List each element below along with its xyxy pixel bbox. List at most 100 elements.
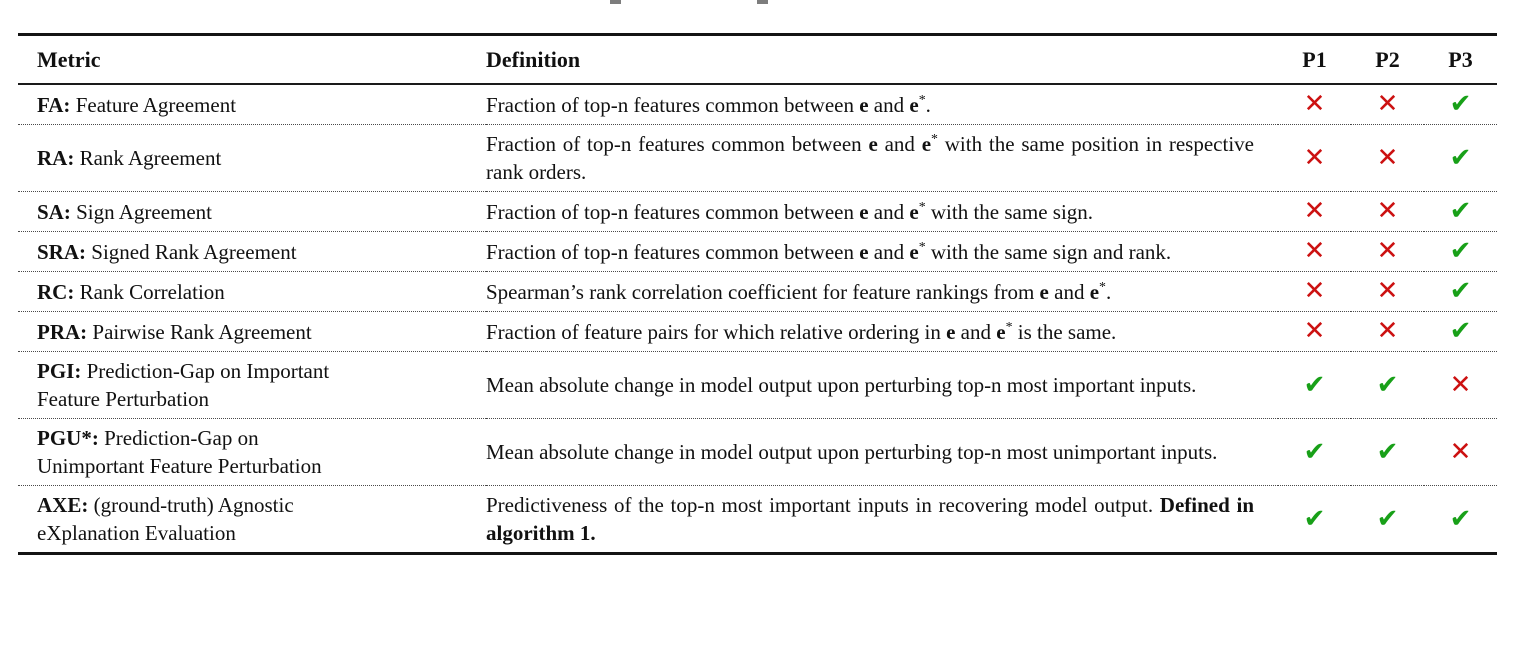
- p2-cell: ✔: [1351, 418, 1424, 486]
- p1-cell: ✕: [1278, 124, 1351, 192]
- definition-segment: Fraction of top-n features common betwee…: [486, 132, 869, 156]
- metric-cell: SRA: Signed Rank Agreement: [18, 231, 486, 272]
- p3-cell: ✔: [1424, 486, 1497, 554]
- definition-segment: .: [1105, 279, 1112, 304]
- p1-cell: ✕: [1278, 191, 1351, 232]
- cross-icon: ✕: [1376, 89, 1399, 119]
- check-icon: ✔: [1449, 89, 1472, 119]
- table-header: Metric Definition P1 P2 P3: [18, 34, 1497, 85]
- metric-abbr: RC:: [37, 279, 75, 304]
- p3-cell: ✔: [1424, 271, 1497, 312]
- definition-segment: with the same position in respective ran…: [486, 132, 1254, 184]
- definition-segment: *: [918, 91, 926, 107]
- p2-cell: ✔: [1351, 486, 1424, 554]
- p3-cell: ✔: [1424, 231, 1497, 272]
- p2-cell: ✕: [1351, 84, 1424, 125]
- p3-cell: ✔: [1424, 124, 1497, 192]
- cross-icon: ✕: [1376, 142, 1399, 173]
- metric-cell: RC: Rank Correlation: [18, 271, 486, 312]
- metric-name: Rank Correlation: [74, 279, 225, 304]
- definition-segment: e: [921, 132, 932, 156]
- metric-name: Rank Agreement: [74, 146, 222, 170]
- definition-segment: and: [868, 239, 910, 264]
- definition-segment: e: [859, 239, 869, 264]
- check-icon: ✔: [1449, 316, 1472, 346]
- metric-name: Signed Rank Agreement: [86, 239, 297, 264]
- definition-segment: Fraction of feature pairs for which rela…: [486, 319, 947, 344]
- table-row: PGI: Prediction-Gap on Important Feature…: [18, 351, 1497, 419]
- cross-icon: ✕: [1449, 436, 1472, 467]
- p1-cell: ✔: [1278, 351, 1351, 419]
- metric-abbr: PGU*:: [37, 426, 99, 450]
- definition-segment: Spearman’s rank correlation coefficient …: [486, 279, 1040, 304]
- metric-abbr: PRA:: [37, 319, 88, 344]
- table-row: AXE: (ground-truth) Agnostic eXplanation…: [18, 486, 1497, 554]
- check-icon: ✔: [1449, 503, 1472, 534]
- header-row: Metric Definition P1 P2 P3: [18, 34, 1497, 85]
- definition-segment: e: [859, 92, 869, 117]
- check-icon: ✔: [1376, 503, 1399, 534]
- definition-segment: Defined in algorithm 1.: [486, 493, 1254, 545]
- definition-segment: e: [1039, 279, 1049, 304]
- cross-icon: ✕: [1376, 316, 1399, 346]
- cross-icon: ✕: [1449, 369, 1472, 400]
- metric-abbr: AXE:: [37, 493, 89, 517]
- p2-cell: ✔: [1351, 351, 1424, 419]
- cross-icon: ✕: [1303, 89, 1326, 119]
- header-definition: Definition: [486, 34, 1278, 85]
- p3-cell: ✔: [1424, 191, 1497, 232]
- check-icon: ✔: [1376, 436, 1399, 467]
- p1-cell: ✕: [1278, 231, 1351, 272]
- definition-cell: Mean absolute change in model output upo…: [486, 418, 1278, 486]
- check-icon: ✔: [1449, 236, 1472, 266]
- p2-cell: ✕: [1351, 191, 1424, 232]
- metric-cell: PRA: Pairwise Rank Agreement: [18, 311, 486, 352]
- header-p3: P3: [1424, 34, 1497, 85]
- metric-name: Sign Agreement: [70, 199, 212, 224]
- definition-cell: Mean absolute change in model output upo…: [486, 351, 1278, 419]
- table-row: PGU*: Prediction-Gap on Unimportant Feat…: [18, 418, 1497, 486]
- p3-cell: ✔: [1424, 84, 1497, 125]
- metric-name: Feature Agreement: [70, 92, 237, 117]
- definition-segment: Fraction of top-n features common betwee…: [486, 92, 860, 117]
- definition-segment: e: [909, 92, 919, 117]
- definition-cell: Fraction of top-n features common betwee…: [486, 124, 1278, 192]
- definition-segment: *: [918, 198, 926, 214]
- metrics-table: Metric Definition P1 P2 P3 FA: Feature A…: [18, 33, 1497, 555]
- definition-segment: and: [877, 132, 922, 156]
- metric-cell: PGU*: Prediction-Gap on Unimportant Feat…: [18, 418, 486, 486]
- p3-cell: ✕: [1424, 418, 1497, 486]
- p1-cell: ✔: [1278, 418, 1351, 486]
- definition-segment: and: [955, 319, 997, 344]
- p1-cell: ✕: [1278, 84, 1351, 125]
- definition-cell: Fraction of top-n features common betwee…: [486, 84, 1278, 125]
- cropped-text-fragment: [757, 0, 768, 4]
- definition-segment: with the same sign and rank.: [925, 239, 1172, 264]
- definition-segment: Predictiveness of the top-n most importa…: [486, 493, 1160, 517]
- definition-segment: Fraction of top-n features common betwee…: [486, 199, 860, 224]
- check-icon: ✔: [1303, 436, 1326, 467]
- definition-cell: Predictiveness of the top-n most importa…: [486, 486, 1278, 554]
- definition-segment: e: [909, 239, 919, 264]
- metric-name: Prediction-Gap on Important Feature Pert…: [37, 359, 330, 411]
- p2-cell: ✕: [1351, 124, 1424, 192]
- definition-segment: *: [931, 131, 938, 146]
- cross-icon: ✕: [1303, 316, 1326, 346]
- definition-segment: Mean absolute change in model output upo…: [486, 440, 1218, 464]
- cross-icon: ✕: [1303, 196, 1326, 226]
- check-icon: ✔: [1449, 142, 1472, 173]
- cross-icon: ✕: [1303, 276, 1326, 306]
- metric-cell: AXE: (ground-truth) Agnostic eXplanation…: [18, 486, 486, 554]
- header-p1: P1: [1278, 34, 1351, 85]
- metric-abbr: SRA:: [37, 239, 87, 264]
- check-icon: ✔: [1449, 196, 1472, 226]
- metric-cell: PGI: Prediction-Gap on Important Feature…: [18, 351, 486, 419]
- check-icon: ✔: [1303, 369, 1326, 400]
- cross-icon: ✕: [1303, 142, 1326, 173]
- definition-segment: e: [996, 319, 1006, 344]
- definition-segment: e: [946, 319, 956, 344]
